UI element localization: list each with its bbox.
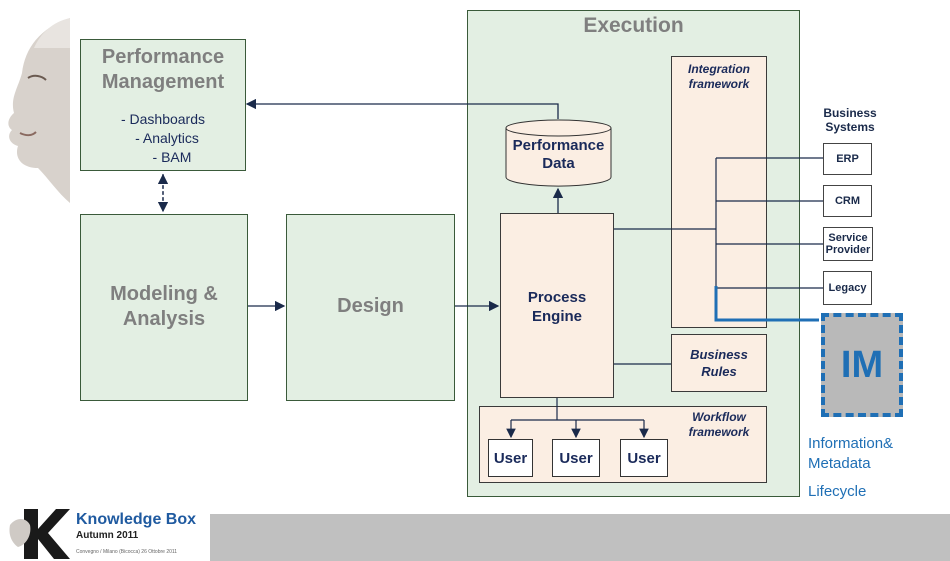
execution-title: Execution [583,14,684,37]
user-box-3: User [620,439,668,477]
legacy-box: Legacy [823,271,872,305]
face-image [0,18,70,203]
im-box: IM [821,313,903,417]
im-link [714,286,819,322]
erp-box: ERP [823,143,872,175]
footer-season: Autumn 2011 [76,530,139,541]
service-provider-box: Service Provider [823,227,873,261]
modeling-analysis-box [80,214,248,401]
footer-brand: Knowledge Box [76,511,197,528]
performance-data-label: Performance Data [512,137,605,172]
integration-framework-label: Integration framework [688,62,750,91]
footer-bar [210,514,950,561]
business-systems-title: Business Systems [823,106,877,134]
user-box-2: User [552,439,600,477]
design-label: Design [337,295,404,317]
workflow-framework-label: Workflow framework [688,410,750,439]
footer-tagline: Convegno / Milano (Bicocca) 26 Ottobre 2… [76,549,178,555]
modeling-analysis-label: Modeling & Analysis [110,283,218,330]
footer-logo-area: Knowledge Box Autumn 2011 Convegno / Mil… [0,505,210,561]
list-item: - Analytics [135,130,199,146]
performance-management-title: Performance Management [101,46,225,93]
business-rules-label: Business Rules [690,347,748,379]
list-item: - Dashboards [120,111,206,127]
process-engine-box [500,213,614,398]
business-rules-box [671,334,767,392]
integration-framework-box [671,56,767,328]
performance-management-box [80,39,246,171]
knowledge-box-logo-icon [9,509,70,559]
design-box [286,214,455,401]
crm-box: CRM [823,185,872,217]
list-item: - BAM [152,149,192,165]
performance-management-list: - Dashboards - Analytics - BAM [80,110,246,167]
process-engine-label: Process Engine [527,289,587,325]
arrow-perfdata-to-perfmgmt [245,98,559,119]
im-label: IM [840,343,884,386]
im-caption: Information& Metadata Lifecycle [808,435,894,500]
user-box-1: User [488,439,533,477]
performance-data-db [505,119,612,187]
